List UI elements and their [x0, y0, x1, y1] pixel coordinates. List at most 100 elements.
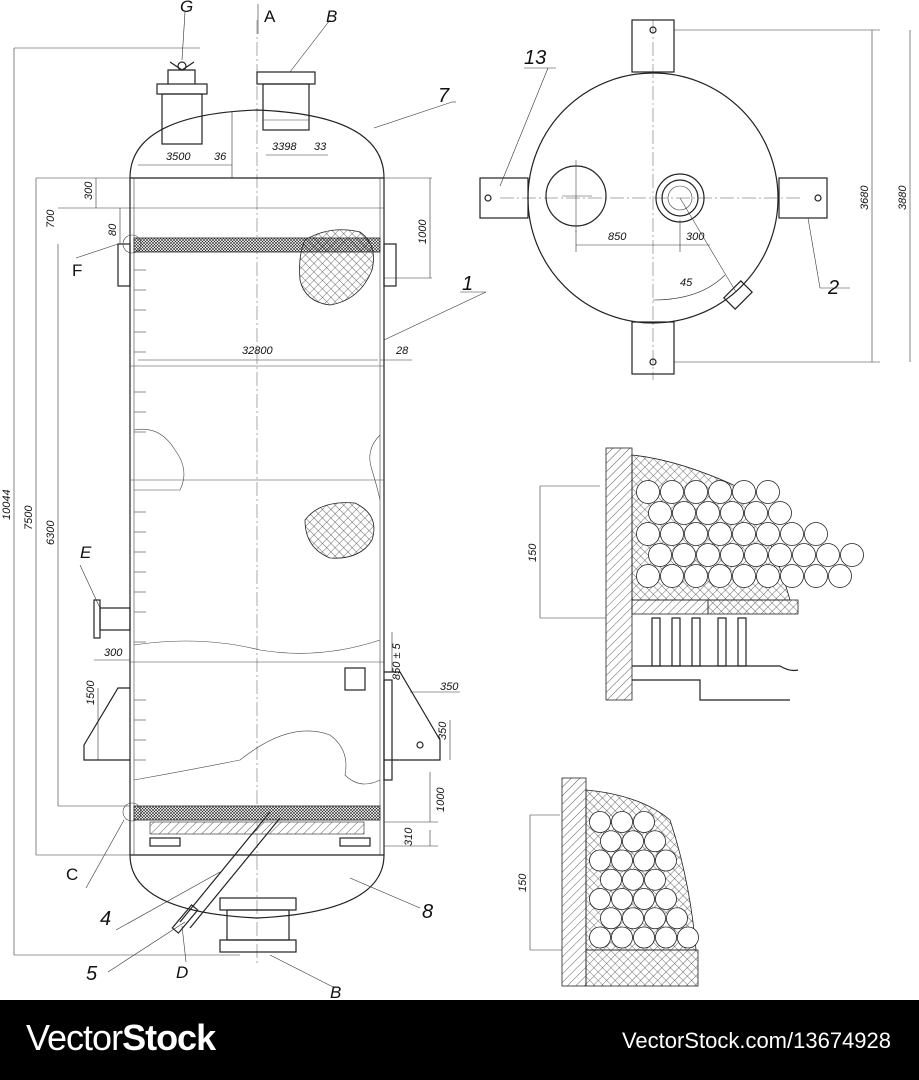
packing-ball [756, 480, 780, 504]
dim-350-h: 350 [440, 681, 459, 693]
dim-150-detail1: 150 [527, 543, 539, 562]
packing-ball [655, 888, 677, 910]
label-4: 4 [100, 908, 111, 930]
vessel-top-view [479, 19, 911, 380]
packing-ball [756, 522, 780, 546]
packing-ball [655, 849, 677, 872]
dim-150-detail2: 150 [517, 873, 529, 892]
front-dimension-lines [13, 4, 460, 956]
packing-ball [720, 501, 744, 525]
packing-ball [644, 830, 666, 853]
packing-ball [633, 849, 655, 872]
packing-ball [600, 907, 622, 930]
packing-ball [636, 480, 660, 504]
dim-6300: 6300 [45, 520, 57, 545]
label-G: G [180, 0, 193, 16]
packing-ball [732, 564, 756, 588]
label-A: A [264, 7, 276, 26]
packing-ball [696, 543, 720, 567]
packing-ball [744, 501, 768, 525]
packing-ball [708, 522, 732, 546]
dim-850: 850 ± 5 [391, 642, 403, 680]
dim-7500: 7500 [23, 505, 35, 530]
packing-ball [655, 926, 677, 949]
dim-45: 45 [680, 277, 693, 289]
dim-850-top: 850 [608, 231, 627, 243]
packing-ball [684, 564, 708, 588]
packing-ball [684, 480, 708, 504]
packing-detail-2 [529, 777, 699, 987]
dimension-values: 3500 36 3398 33 300 700 80 1000 32800 28… [1, 141, 909, 892]
dim-300-top: 300 [83, 181, 95, 200]
logo-light-text: Vector [26, 1017, 123, 1058]
packing-ball [677, 926, 699, 949]
packing-ball [768, 501, 792, 525]
packing-ball [732, 480, 756, 504]
image-url: VectorStock.com/13674928 [621, 1028, 891, 1053]
dim-300-nozzle: 300 [104, 647, 123, 659]
label-5: 5 [86, 963, 98, 985]
packing-ball [648, 543, 672, 567]
dim-1500: 1500 [85, 680, 97, 705]
label-1: 1 [462, 273, 473, 295]
packing-ball [660, 564, 684, 588]
packing-ball [633, 811, 655, 833]
dim-10044: 10044 [1, 489, 13, 520]
packing-ball [672, 543, 696, 567]
vessel-front-view [83, 20, 441, 965]
dim-33: 33 [314, 141, 327, 153]
packing-ball [660, 522, 684, 546]
dim-700: 700 [45, 209, 57, 228]
dim-310: 310 [403, 827, 415, 846]
packing-ball [720, 543, 744, 567]
packing-ball [589, 888, 611, 910]
label-E: E [80, 543, 92, 562]
packing-ball [816, 543, 840, 567]
packing-ball [672, 501, 696, 525]
label-7: 7 [438, 85, 450, 107]
packing-balls-detail-1 [636, 480, 864, 588]
packing-ball [622, 907, 644, 930]
packing-ball [622, 830, 644, 853]
packing-ball [684, 522, 708, 546]
label-C: C [66, 865, 78, 884]
packing-ball [756, 564, 780, 588]
dim-3880: 3880 [897, 185, 909, 210]
label-2: 2 [827, 277, 839, 299]
packing-ball [660, 480, 684, 504]
packing-ball [744, 543, 768, 567]
dim-80: 80 [107, 223, 119, 236]
label-F: F [72, 261, 82, 280]
packing-ball [648, 501, 672, 525]
dim-1000-upper: 1000 [417, 219, 429, 244]
packing-ball [611, 926, 633, 949]
packing-ball [780, 564, 804, 588]
packing-ball [792, 543, 816, 567]
label-8: 8 [422, 901, 433, 923]
packing-ball [666, 907, 688, 930]
packing-ball [828, 564, 852, 588]
packing-ball [696, 501, 720, 525]
dim-3500: 3500 [166, 151, 191, 163]
label-B-top: B [326, 7, 337, 26]
label-B-bottom: B [330, 983, 341, 1000]
packing-ball [589, 849, 611, 872]
packing-ball [644, 907, 666, 930]
packing-ball [589, 811, 611, 833]
packing-ball [732, 522, 756, 546]
front-leader-lines [75, 11, 487, 989]
dim-28: 28 [395, 345, 409, 357]
label-13: 13 [524, 47, 546, 69]
packing-ball [644, 868, 666, 891]
stock-footer-bar: VectorStock VectorStock.com/13674928 [0, 1000, 919, 1080]
dim-300-topview: 300 [686, 231, 705, 243]
packing-ball [611, 849, 633, 872]
packing-ball [840, 543, 864, 567]
dim-36: 36 [214, 151, 227, 163]
packing-ball [633, 926, 655, 949]
packing-ball [636, 564, 660, 588]
dim-32800: 32800 [242, 345, 273, 357]
dim-1000-lower: 1000 [435, 787, 447, 812]
packing-ball [611, 888, 633, 910]
packing-ball [708, 480, 732, 504]
